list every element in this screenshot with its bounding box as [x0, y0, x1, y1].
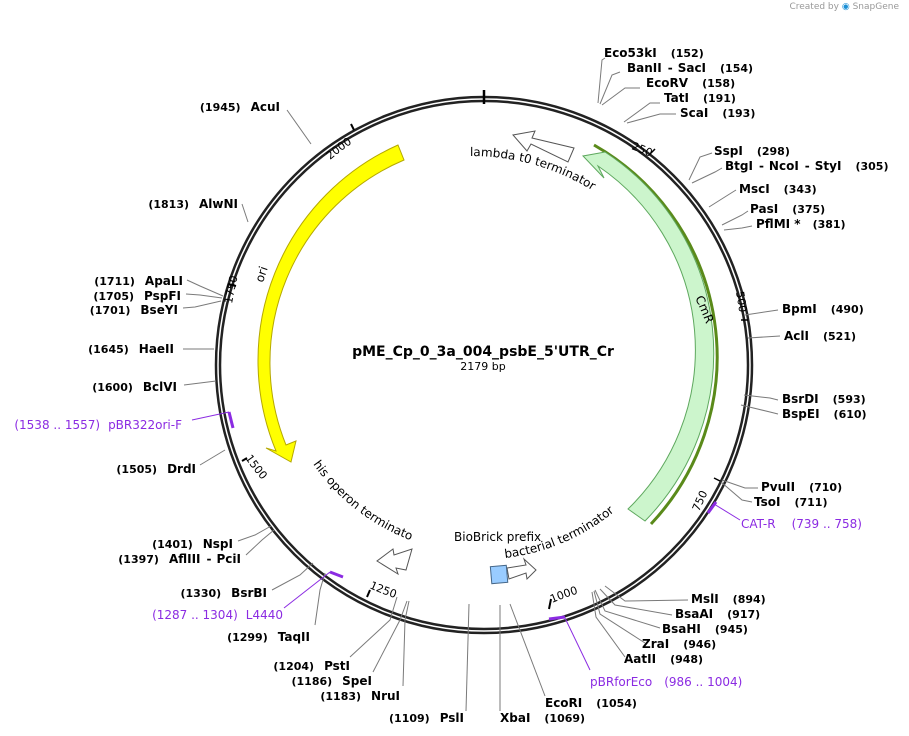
primer-pbrforeco[interactable]: pBRforEco(986 .. 1004) — [590, 675, 742, 689]
site-haeii[interactable]: (1645)HaeII — [88, 342, 174, 356]
site-aatii[interactable]: AatII(948) — [624, 652, 703, 666]
feature-lambda-t0-terminator[interactable] — [512, 130, 575, 163]
feature-ori[interactable] — [257, 144, 405, 463]
plasmid-length: 2179 bp — [460, 360, 505, 373]
site-leaders — [182, 57, 781, 712]
site-bseyi[interactable]: (1701)BseYI — [90, 303, 178, 317]
site-tsoi[interactable]: TsoI(711) — [754, 495, 827, 509]
primer-pbr322ori-f[interactable]: (1538 .. 1557)pBR322ori-F — [14, 418, 182, 432]
site-msci[interactable]: MscI(343) — [739, 182, 817, 196]
snapgene-brand: Created by ◉ SnapGene — [789, 2, 899, 12]
ruler-tick-750 — [713, 477, 721, 482]
site-drdi[interactable]: (1505)DrdI — [116, 462, 196, 476]
brand-prefix: Created by — [789, 2, 839, 12]
primer-cat-r[interactable]: CAT-R(739 .. 758) — [741, 517, 862, 531]
site-alwni[interactable]: (1813)AlwNI — [148, 197, 238, 211]
svg-text:500: 500 — [733, 290, 749, 313]
site-bsahi[interactable]: BsaHI(945) — [662, 622, 748, 636]
site-bpmi[interactable]: BpmI(490) — [782, 302, 864, 316]
site-psti[interactable]: (1204)PstI — [273, 659, 350, 673]
svg-text:1250: 1250 — [368, 579, 399, 601]
ruler-label-1250: 1250 — [368, 579, 399, 601]
site-psli[interactable]: (1109)PslI — [389, 711, 464, 725]
ruler-label-1000: 1000 — [548, 584, 579, 606]
svg-text:1750: 1750 — [222, 274, 240, 304]
snapgene-logo-icon: ◉ — [841, 2, 850, 12]
brand-name: SnapGene — [852, 2, 899, 12]
site-pspfi[interactable]: (1705)PspFI — [93, 289, 181, 303]
site-bspei[interactable]: BspEI(610) — [782, 407, 867, 421]
cmr-primer-overlay — [593, 143, 719, 526]
site-apali[interactable]: (1711)ApaLI — [94, 274, 183, 288]
site-btgi-ncoi-styi[interactable]: BtgI-NcoI-StyI(305) — [725, 159, 888, 173]
svg-text:lambda t0 terminator: lambda t0 terminator — [470, 145, 598, 193]
site-pflmi[interactable]: PflMI *(381) — [756, 217, 846, 231]
plasmid-backbone — [214, 90, 754, 635]
feature-bacterial-terminator[interactable] — [506, 557, 537, 581]
primers: CAT-R(739 .. 758) pBRforEco(986 .. 1004)… — [14, 411, 862, 689]
site-banii-saci[interactable]: BanII-SacI(154) — [627, 61, 753, 75]
site-pasi[interactable]: PasI(375) — [750, 202, 825, 216]
primer-mark-pbr322ori-f — [227, 411, 235, 429]
site-bsrbi[interactable]: (1330)BsrBI — [181, 586, 268, 600]
ruler-tick-1000 — [548, 598, 552, 610]
site-msli[interactable]: MslI(894) — [691, 592, 766, 606]
site-acui[interactable]: (1945)AcuI — [200, 100, 280, 114]
site-zrai[interactable]: ZraI(946) — [642, 637, 716, 651]
site-scai[interactable]: ScaI(193) — [680, 106, 755, 120]
svg-text:ori: ori — [252, 264, 270, 283]
ruler-label-500: 500 — [733, 290, 749, 313]
feature-label-his: his operon terminator — [0, 0, 415, 543]
site-nrui[interactable]: (1183)NruI — [320, 689, 400, 703]
site-pvuii[interactable]: PvuII(710) — [761, 480, 842, 494]
ruler-tick-2000 — [350, 123, 355, 131]
svg-text:his operon terminator: his operon terminator — [0, 0, 415, 543]
feature-label-lambda: lambda t0 terminator — [470, 145, 598, 193]
site-bsrdi[interactable]: BsrDI(593) — [782, 392, 866, 406]
plasmid-title: pME_Cp_0_3a_004_psbE_5'UTR_Cr — [352, 344, 614, 360]
site-sspi[interactable]: SspI(298) — [714, 144, 790, 158]
restriction-sites: Eco53kI(152) BanII-SacI(154) EcoRV(158) … — [88, 46, 888, 725]
primer-l4440[interactable]: (1287 .. 1304)L4440 — [152, 608, 283, 622]
site-afliii-pcii[interactable]: (1397)AflIII-PciI — [118, 552, 241, 566]
ruler-tick-1750 — [227, 283, 237, 287]
ruler-tick-250 — [649, 148, 656, 155]
site-nspi[interactable]: (1401)NspI — [152, 537, 233, 551]
primer-mark-pbrforeco — [548, 615, 566, 621]
feature-his-operon-terminator[interactable] — [376, 548, 413, 576]
ruler-label-1750: 1750 — [222, 274, 240, 304]
svg-text:750: 750 — [690, 488, 711, 513]
site-acli[interactable]: AclI(521) — [784, 329, 856, 343]
ruler-label-750: 750 — [690, 488, 711, 513]
feature-label-ori: ori — [252, 264, 270, 283]
site-tati[interactable]: TatI(191) — [664, 91, 736, 105]
site-eco53ki[interactable]: Eco53kI(152) — [604, 46, 704, 60]
site-bclvi[interactable]: (1600)BclVI — [92, 380, 177, 394]
site-spei[interactable]: (1186)SpeI — [291, 674, 372, 688]
site-taqii[interactable]: (1299)TaqII — [227, 630, 310, 644]
primer-mark-l4440 — [329, 570, 344, 579]
feature-cmr[interactable] — [581, 151, 715, 522]
site-bsaai[interactable]: BsaAI(917) — [675, 607, 760, 621]
site-ecori[interactable]: EcoRI(1054) — [545, 696, 637, 710]
site-ecorv[interactable]: EcoRV(158) — [646, 76, 735, 90]
feature-label-biobrick: BioBrick prefix — [454, 530, 541, 544]
ruler-tick-1250 — [366, 589, 371, 598]
ruler-tick-1500 — [241, 457, 248, 462]
svg-text:1000: 1000 — [548, 584, 579, 606]
site-xbai[interactable]: XbaI(1069) — [500, 711, 585, 725]
feature-biobrick-prefix[interactable] — [489, 564, 509, 585]
